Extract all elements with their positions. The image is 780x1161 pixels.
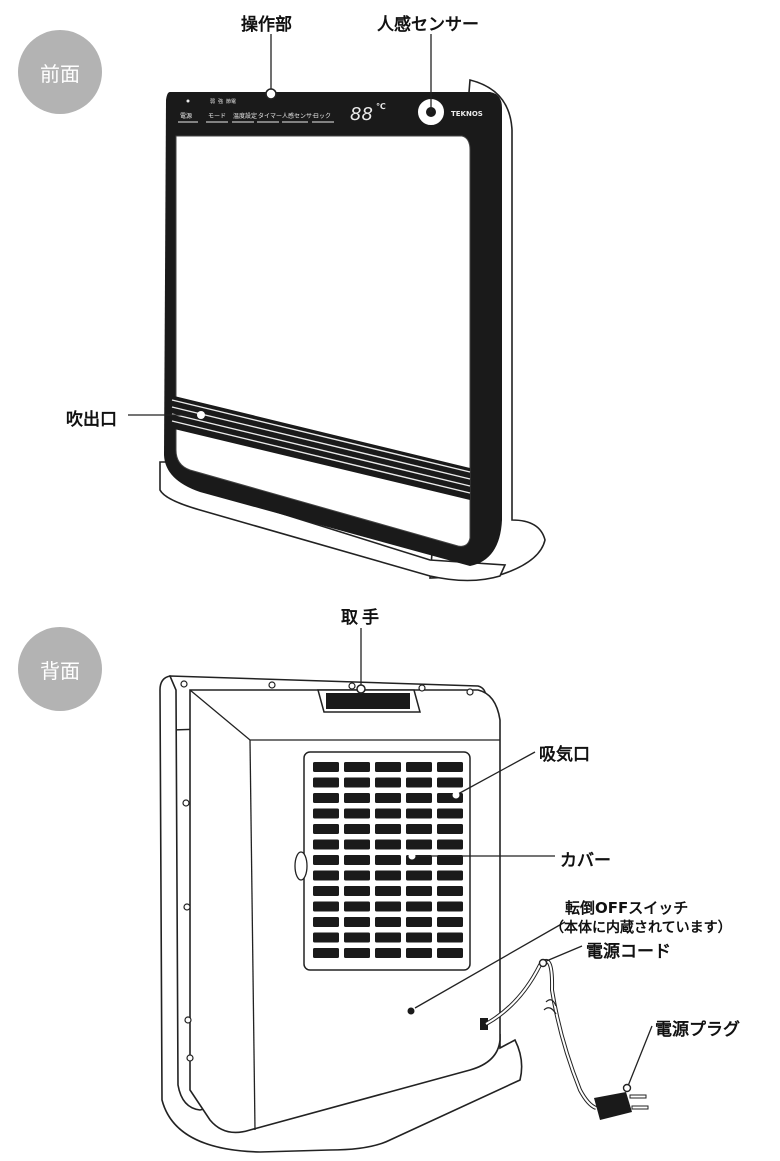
mode-marker-eco: 節電: [226, 98, 236, 105]
grille-slot: [437, 839, 463, 850]
panel-button-lock: ロック: [313, 113, 331, 120]
grille-slot: [375, 948, 401, 958]
grille-slot: [375, 777, 401, 788]
grille-slot: [375, 917, 401, 927]
front-control-panel: 電源 モード 温度設定 タイマー 人感センサー ロック 弱 強 節電 88 ℃ …: [180, 98, 483, 125]
grille-slot: [344, 824, 370, 834]
panel-button-power: 電源: [180, 112, 192, 120]
grille-slot: [313, 870, 339, 881]
grille-slot: [344, 808, 370, 819]
grille-slot: [437, 855, 463, 865]
grille-slot: [344, 870, 370, 881]
grille-slot: [375, 932, 401, 943]
label-tip-over-switch-note: （本体に内蔵されています）: [550, 920, 732, 936]
grille-slot: [375, 901, 401, 912]
grille-slot: [375, 762, 401, 772]
grille-slot: [437, 870, 463, 881]
grille-slot: [344, 932, 370, 943]
grille-slot: [375, 808, 401, 819]
grille-slot: [313, 762, 339, 772]
grille-slot: [375, 839, 401, 850]
grille-slot: [406, 793, 432, 803]
grille-slot: [406, 762, 432, 772]
grille-slot: [313, 917, 339, 927]
grille-slot: [437, 777, 463, 788]
label-power-cord: 電源コード: [586, 942, 671, 962]
label-handle: 取手: [341, 608, 383, 628]
label-air-outlet: 吹出口: [66, 410, 117, 430]
front-view-badge: 前面: [18, 30, 102, 114]
label-air-intake: 吸気口: [539, 745, 590, 765]
panel-button-mode: モード: [208, 113, 226, 120]
grille-slot: [313, 886, 339, 896]
back-view-badge: 背面: [18, 627, 102, 711]
grille-slot: [344, 793, 370, 803]
grille-slot: [437, 917, 463, 927]
grille-slot: [313, 855, 339, 865]
grille-slot: [344, 839, 370, 850]
grille-slot: [437, 762, 463, 772]
grille-slot: [344, 777, 370, 788]
panel-button-temp: 温度設定: [233, 112, 257, 120]
grille-slot: [313, 777, 339, 788]
grille-slot: [406, 824, 432, 834]
label-motion-sensor: 人感センサー: [377, 15, 479, 35]
label-cover: カバー: [560, 851, 611, 871]
mode-marker-weak: 弱: [210, 99, 215, 105]
panel-button-timer: タイマー: [258, 112, 282, 120]
grille-slot: [406, 901, 432, 912]
grille-slot: [313, 839, 339, 850]
grille-slot: [437, 948, 463, 958]
grille-slot: [344, 948, 370, 958]
brand-logo: TEKNOS: [451, 110, 483, 118]
grille-slot: [344, 917, 370, 927]
grille-slot: [437, 901, 463, 912]
grille-slot: [344, 855, 370, 865]
grille-slot: [375, 855, 401, 865]
grille-slot: [437, 932, 463, 943]
grille-slot: [437, 824, 463, 834]
grille-slot: [313, 901, 339, 912]
grille-slot: [406, 777, 432, 788]
grille-slot: [344, 901, 370, 912]
grille-slot: [406, 839, 432, 850]
grille-slot: [344, 762, 370, 772]
temperature-unit: ℃: [376, 102, 386, 111]
grille-slot: [375, 870, 401, 881]
grille-slot: [313, 948, 339, 958]
panel-button-sensor: 人感センサー: [282, 112, 318, 120]
label-control-panel: 操作部: [241, 15, 292, 35]
grille-slot: [313, 932, 339, 943]
grille-slot: [406, 886, 432, 896]
grille-slot: [406, 948, 432, 958]
grille-slot: [313, 808, 339, 819]
grille-slot: [375, 793, 401, 803]
grille-slot: [375, 886, 401, 896]
grille-slot: [313, 824, 339, 834]
label-power-plug: 電源プラグ: [655, 1020, 740, 1040]
front-heater-illustration: [128, 34, 546, 582]
grille-slot: [406, 870, 432, 881]
label-tip-over-switch: 転倒OFFスイッチ: [565, 899, 689, 917]
grille-slot: [313, 793, 339, 803]
temperature-display: 88: [350, 104, 373, 125]
mode-marker-strong: 強: [218, 98, 223, 105]
grille-slot: [437, 808, 463, 819]
grille-slot: [406, 808, 432, 819]
grille-slot: [406, 917, 432, 927]
grille-slot: [406, 932, 432, 943]
grille-slot: [344, 886, 370, 896]
grille-slot: [437, 886, 463, 896]
grille-slot: [375, 824, 401, 834]
